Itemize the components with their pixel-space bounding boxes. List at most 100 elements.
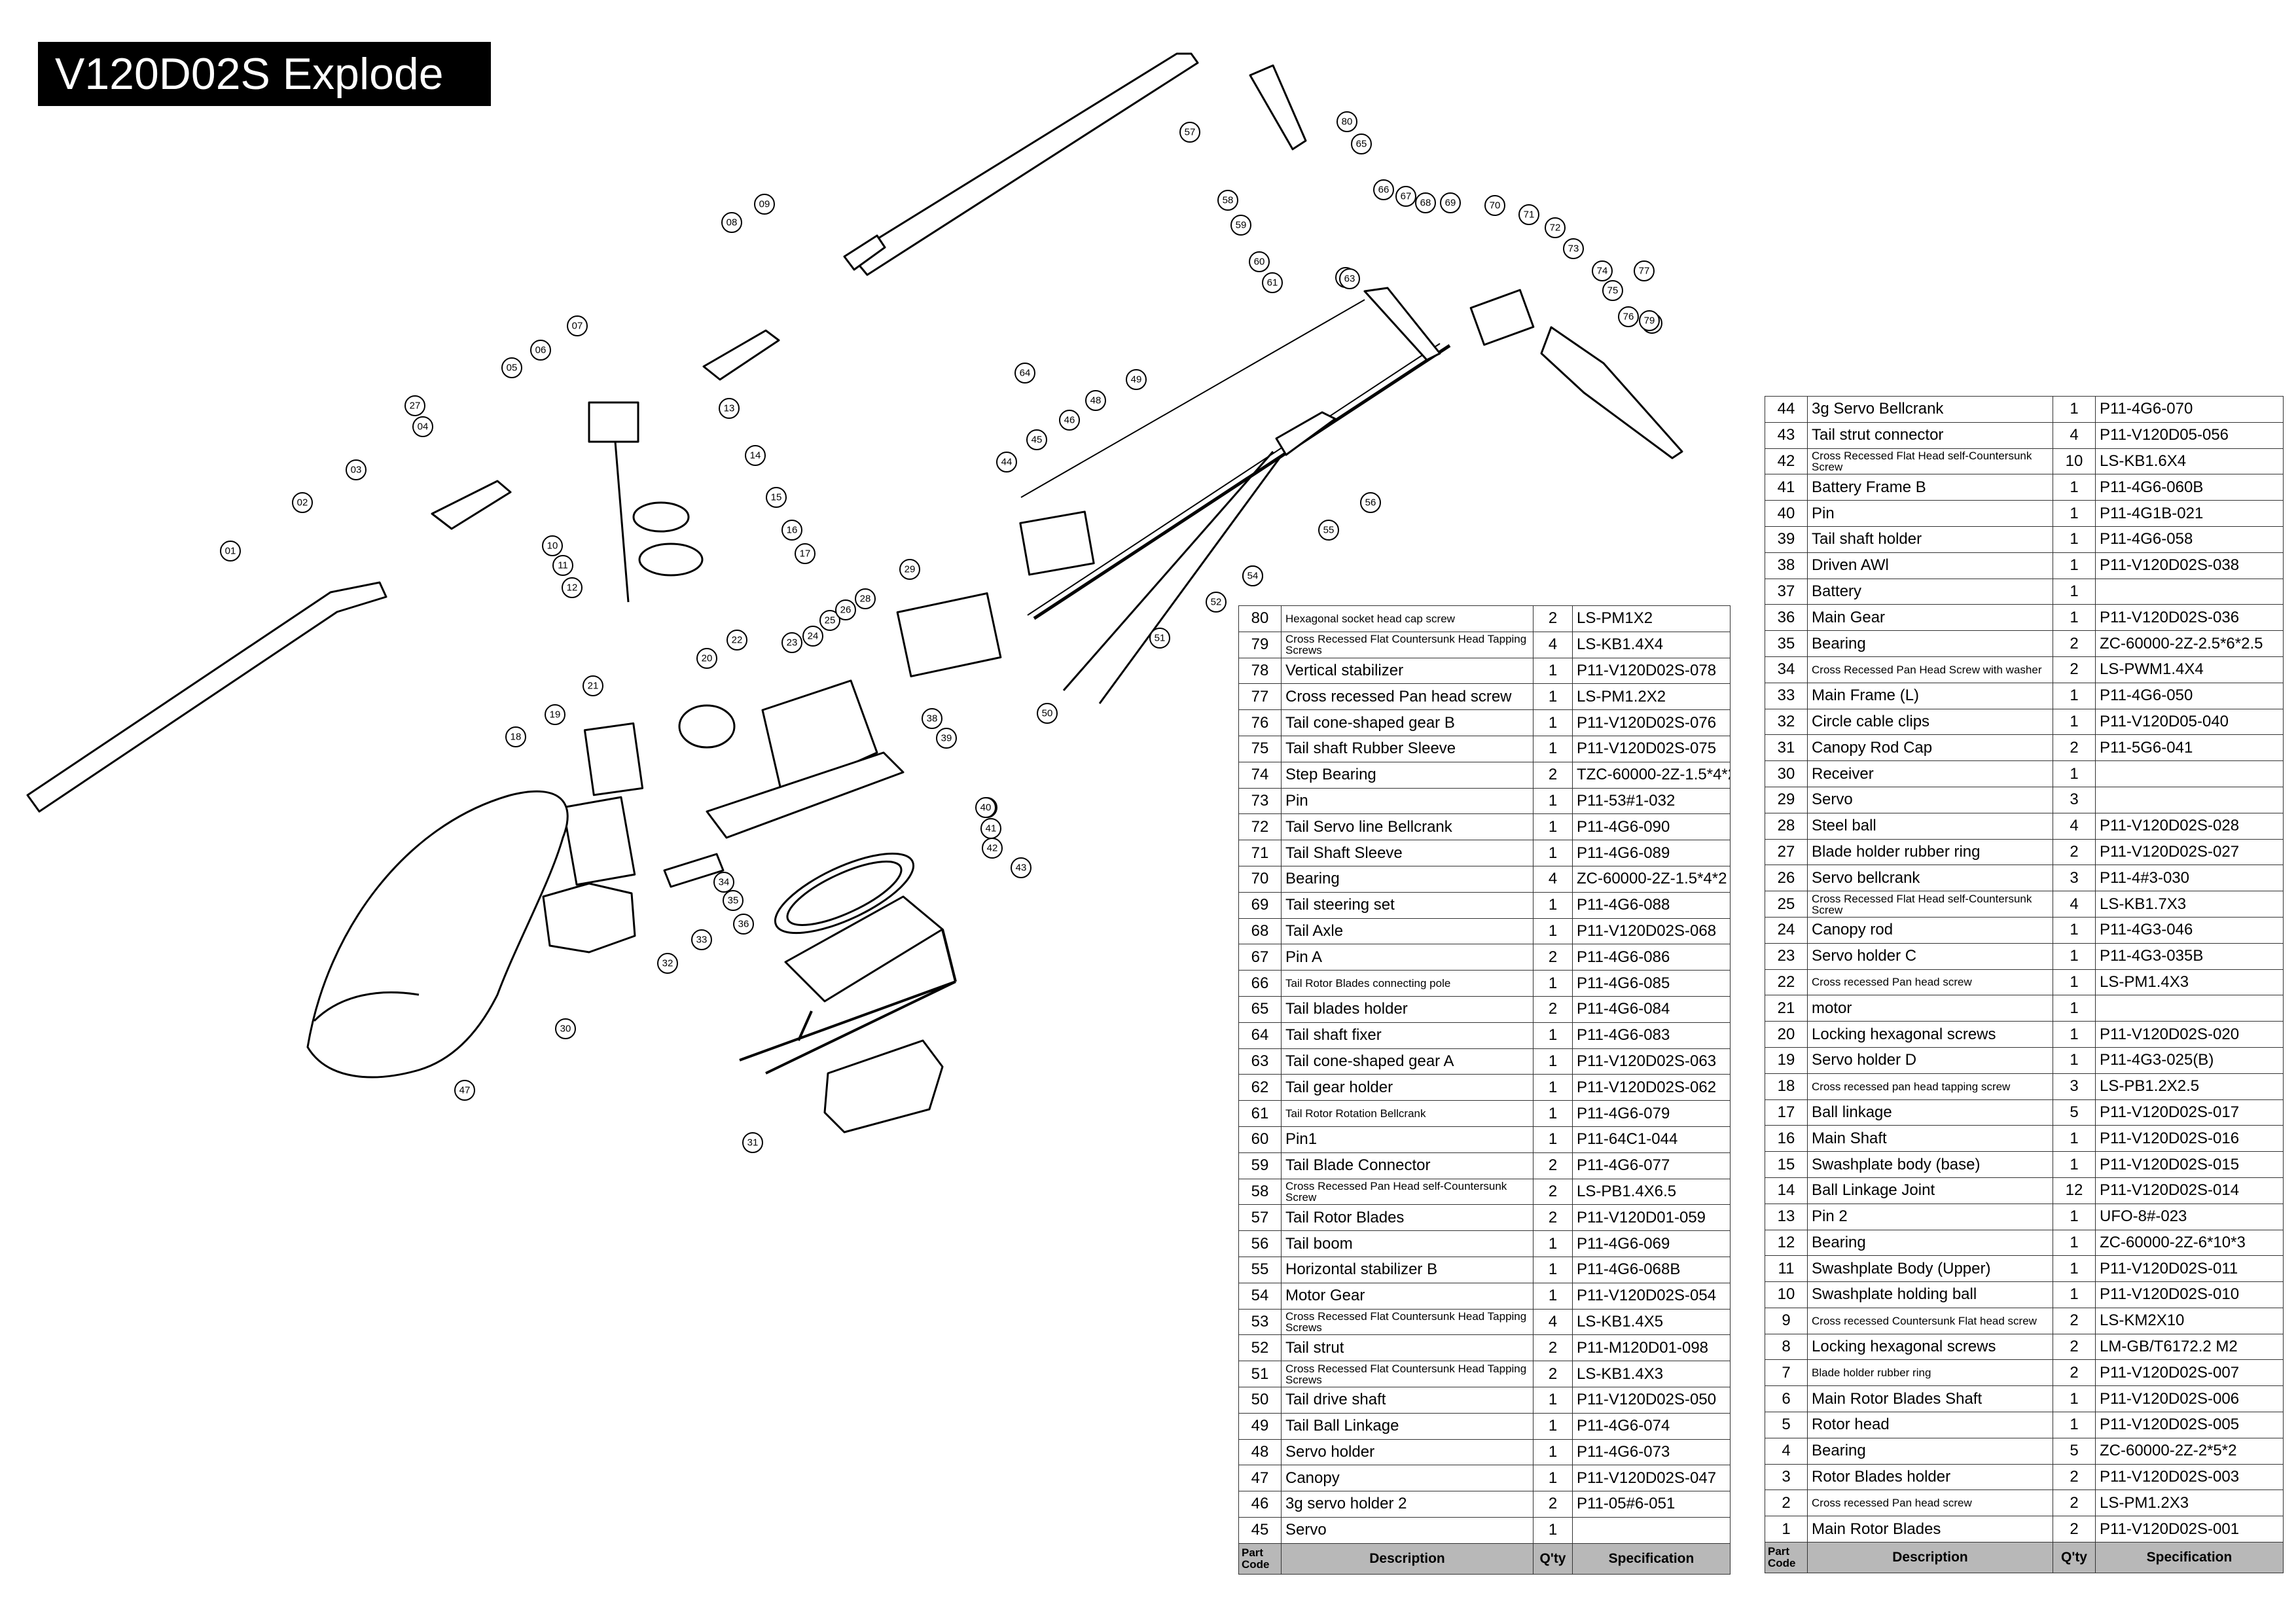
part-code-cell: 14 xyxy=(1765,1177,1808,1204)
blade-holder-left xyxy=(431,480,512,530)
description-cell: Main Rotor Blades Shaft xyxy=(1807,1385,2053,1413)
specification-cell: P11-V120D02S-007 xyxy=(2095,1359,2284,1387)
qty-cell: 1 xyxy=(1533,1465,1573,1492)
part-code-cell: 42 xyxy=(1765,448,1808,475)
description-cell: Tail Axle xyxy=(1281,918,1534,945)
qty-cell: 1 xyxy=(2053,1021,2096,1048)
callout-57: 57 xyxy=(1179,122,1200,143)
svg-text:19: 19 xyxy=(550,709,561,721)
part-code-cell: 51 xyxy=(1238,1361,1282,1387)
description-cell: Cross Recessed Flat Head self-Countersun… xyxy=(1807,448,2053,475)
part-code-cell: 46 xyxy=(1238,1491,1282,1518)
header-specification: Specification xyxy=(2095,1542,2284,1574)
callout-48: 48 xyxy=(1085,390,1106,411)
qty-cell: 1 xyxy=(2053,760,2096,787)
specification-cell: P11-V120D02S-016 xyxy=(2095,1125,2284,1152)
specification-cell: P11-V120D02S-001 xyxy=(2095,1516,2284,1543)
specification-cell: P11-64C1-044 xyxy=(1572,1126,1731,1153)
specification-cell: P11-4G6-086 xyxy=(1572,944,1731,971)
qty-cell: 1 xyxy=(2053,500,2096,527)
qty-cell: 1 xyxy=(1533,813,1573,841)
svg-text:27: 27 xyxy=(410,401,421,412)
qty-cell: 4 xyxy=(1533,865,1573,893)
qty-cell: 1 xyxy=(1533,1048,1573,1075)
motor xyxy=(678,704,736,749)
specification-cell: P11-V120D02S-054 xyxy=(1572,1282,1731,1310)
callout-36: 36 xyxy=(733,914,754,935)
svg-text:03: 03 xyxy=(351,465,362,476)
description-cell: Circle cable clips xyxy=(1807,708,2053,736)
qty-cell: 1 xyxy=(1533,735,1573,762)
callout-10: 10 xyxy=(542,535,563,556)
callout-26: 26 xyxy=(835,599,856,620)
description-cell: Cross recessed Pan head screw xyxy=(1807,1489,2053,1517)
callout-31: 31 xyxy=(742,1132,763,1153)
svg-text:42: 42 xyxy=(987,843,998,854)
specification-cell: P11-4G6-084 xyxy=(1572,995,1731,1023)
part-code-cell: 28 xyxy=(1765,812,1808,840)
part-code-cell: 63 xyxy=(1238,1048,1282,1075)
callout-03: 03 xyxy=(346,459,367,480)
part-code-cell: 59 xyxy=(1238,1152,1282,1179)
specification-cell: LS-KM2X10 xyxy=(2095,1307,2284,1334)
specification-cell: LM-GB/T6172.2 M2 xyxy=(2095,1333,2284,1361)
part-code-cell: 50 xyxy=(1238,1386,1282,1414)
description-cell: Tail cone-shaped gear B xyxy=(1281,709,1534,736)
svg-text:75: 75 xyxy=(1607,285,1619,296)
description-cell: Pin xyxy=(1281,787,1534,815)
specification-cell xyxy=(1572,1516,1731,1544)
qty-cell: 1 xyxy=(1533,1386,1573,1414)
specification-cell: P11-V120D01-059 xyxy=(1572,1204,1731,1232)
specification-cell: LS-KB1.4X3 xyxy=(1572,1361,1731,1387)
specification-cell: ZC-60000-2Z-1.5*4*2 xyxy=(1572,865,1731,893)
qty-cell: 3 xyxy=(2053,786,2096,813)
svg-text:24: 24 xyxy=(808,631,819,642)
specification-cell: LS-KB1.4X4 xyxy=(1572,631,1731,658)
svg-text:33: 33 xyxy=(696,935,708,946)
specification-cell: P11-V120D02S-050 xyxy=(1572,1386,1731,1414)
svg-text:16: 16 xyxy=(787,525,798,536)
callout-64: 64 xyxy=(1014,363,1035,383)
blade-grip-upper xyxy=(843,234,886,271)
main-frame-plate xyxy=(706,751,905,839)
svg-text:71: 71 xyxy=(1524,209,1535,221)
description-cell: Pin xyxy=(1807,500,2053,527)
description-cell: Cross Recessed Pan Head Screw with washe… xyxy=(1807,656,2053,683)
specification-cell: ZC-60000-2Z-6*10*3 xyxy=(2095,1229,2284,1257)
description-cell: Servo holder D xyxy=(1807,1046,2053,1074)
specification-cell: P11-4G6-090 xyxy=(1572,813,1731,841)
specification-cell: P11-V120D02S-047 xyxy=(1572,1465,1731,1492)
callout-47: 47 xyxy=(454,1080,475,1101)
callout-66: 66 xyxy=(1373,179,1394,200)
qty-cell: 2 xyxy=(1533,761,1573,789)
description-cell: Tail Blade Connector xyxy=(1281,1152,1534,1179)
qty-cell: 1 xyxy=(1533,891,1573,919)
qty-cell: 4 xyxy=(2053,421,2096,449)
specification-cell: P11-V120D02S-062 xyxy=(1572,1074,1731,1101)
description-cell: Tail shaft Rubber Sleeve xyxy=(1281,735,1534,762)
svg-text:22: 22 xyxy=(732,635,743,646)
callout-24: 24 xyxy=(802,626,823,647)
specification-cell: P11-4G6-085 xyxy=(1572,970,1731,997)
description-cell: Ball linkage xyxy=(1807,1099,2053,1126)
description-cell: Cross Recessed Pan Head self-Countersunk… xyxy=(1281,1178,1534,1205)
qty-cell: 1 xyxy=(2053,1412,2096,1438)
qty-cell: 5 xyxy=(2053,1437,2096,1465)
specification-cell: P11-V120D02S-038 xyxy=(2095,552,2284,579)
part-code-cell: 20 xyxy=(1765,1021,1808,1048)
callout-15: 15 xyxy=(766,487,787,508)
